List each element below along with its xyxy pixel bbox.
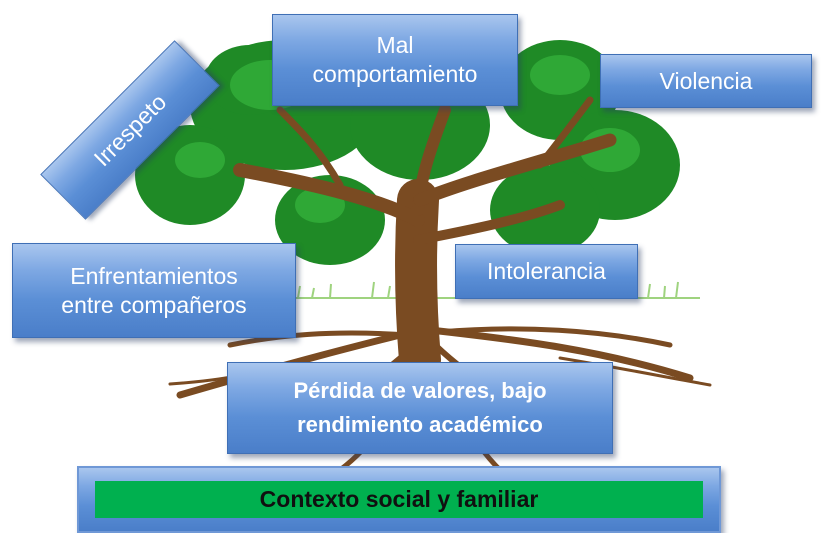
mal-comportamiento-line-1: Mal — [376, 32, 414, 59]
enfrentamientos-line-2: entre compañeros — [61, 291, 247, 318]
violencia-label: Violencia — [659, 67, 753, 94]
intolerancia-box: Intolerancia — [455, 244, 638, 299]
perdida-line-1: Pérdida de valores, bajo — [293, 377, 547, 403]
violencia-box: Violencia — [600, 54, 812, 108]
intolerancia-label: Intolerancia — [487, 258, 606, 285]
enfrentamientos-line-1: Enfrentamientos — [70, 262, 238, 289]
contexto-box: Contexto social y familiar — [77, 466, 721, 533]
tree-trunk-branches — [233, 96, 617, 381]
contexto-label: Contexto social y familiar — [95, 481, 703, 518]
enfrentamientos-box: Enfrentamientos entre compañeros — [12, 243, 296, 338]
perdida-valores-box: Pérdida de valores, bajo rendimiento aca… — [227, 362, 613, 454]
mal-comportamiento-line-2: comportamiento — [312, 61, 478, 87]
mal-comportamiento-box: Mal comportamiento — [272, 14, 518, 106]
perdida-line-2: rendimiento académico — [297, 412, 543, 437]
